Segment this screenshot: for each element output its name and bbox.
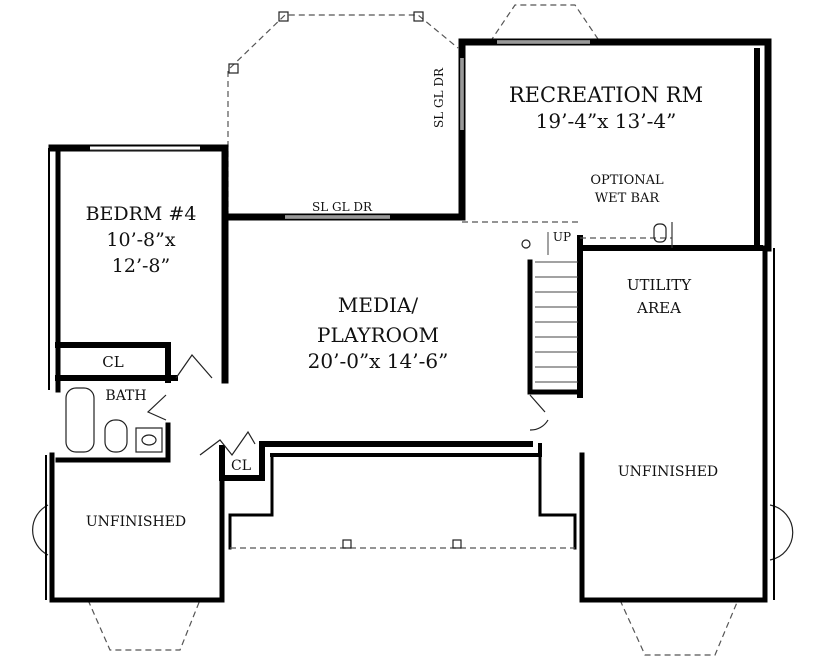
room-name-recreation: RECREATION RM xyxy=(509,83,703,107)
walls xyxy=(45,38,775,603)
room-name-utility-2: AREA xyxy=(636,299,681,317)
door-bath[interactable] xyxy=(146,394,167,421)
post-icon xyxy=(228,63,239,74)
post-icon xyxy=(452,539,462,549)
toilet-icon xyxy=(104,419,128,453)
room-name-media-1: MEDIA/ xyxy=(338,293,418,317)
post-icon xyxy=(278,11,289,22)
room-size-recreation: 19’-4”x 13’-4” xyxy=(536,109,677,133)
room-name-unfinished-right: UNFINISHED xyxy=(618,464,718,480)
bar-sink-icon xyxy=(653,223,667,243)
room-name-media-2: PLAYROOM xyxy=(317,323,439,347)
wet-bar-label-2: WET BAR xyxy=(595,191,661,206)
room-size-media: 20’-0”x 14’-6” xyxy=(308,349,449,373)
post-icon xyxy=(413,11,424,22)
sink-icon xyxy=(141,434,157,446)
door-utility[interactable] xyxy=(529,394,549,431)
bay-window-right xyxy=(769,504,794,561)
sliding-door-label-media: SL GL DR xyxy=(312,200,373,214)
bay-window-left xyxy=(32,504,49,556)
post-icon xyxy=(342,539,352,549)
bay-projection-top xyxy=(227,11,459,217)
room-size-bedroom4-1: 10’-8”x xyxy=(106,229,175,251)
room-name-unfinished-left: UNFINISHED xyxy=(86,514,186,530)
bay-window-bottom-right xyxy=(619,599,739,656)
wet-bar-label-1: OPTIONAL xyxy=(590,173,664,188)
door-bedroom[interactable] xyxy=(175,354,213,379)
bay-window-rec xyxy=(489,4,601,43)
room-name-utility-1: UTILITY xyxy=(627,276,692,294)
room-name-bedroom4: BEDRM #4 xyxy=(86,203,197,225)
closet-label-hall: CL xyxy=(231,458,251,474)
bay-window-bottom-left xyxy=(87,599,201,651)
vanity-icon xyxy=(135,427,163,453)
bath-label: BATH xyxy=(105,388,146,404)
staircase[interactable] xyxy=(521,232,578,383)
stair-up-label: UP xyxy=(553,230,571,244)
sliding-door-label-rec: SL GL DR xyxy=(432,67,446,128)
door-closet-hall[interactable] xyxy=(199,430,256,457)
room-size-bedroom4-2: 12’-8” xyxy=(112,255,170,277)
doors[interactable] xyxy=(146,354,549,457)
bathtub-icon xyxy=(65,387,95,453)
closet-label-bedroom: CL xyxy=(102,353,123,371)
